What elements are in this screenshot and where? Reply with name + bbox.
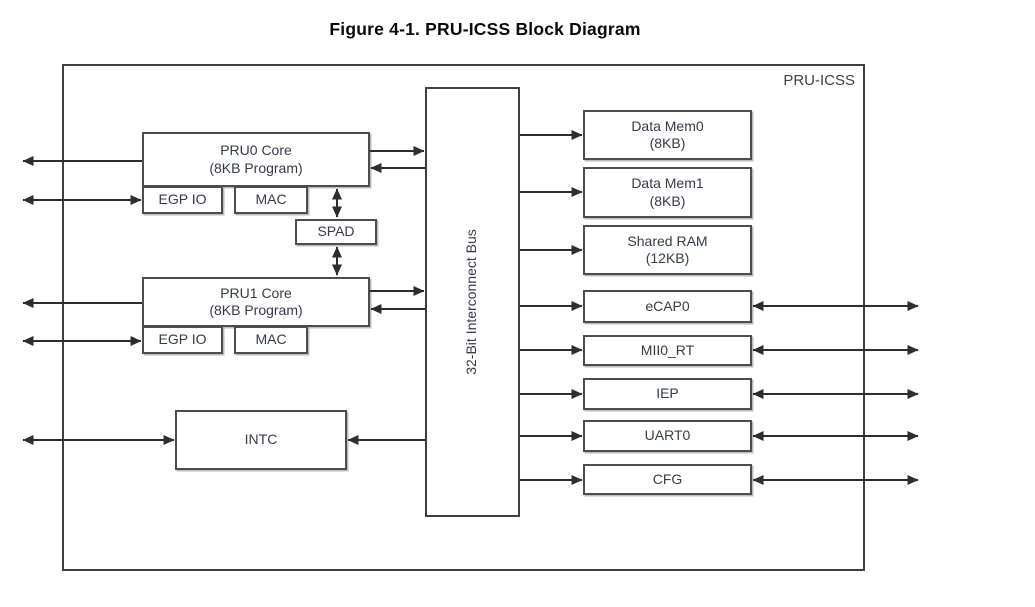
interconnect-bus-label: 32-Bit Interconnect Bus	[463, 229, 479, 375]
pru1-mac-label: MAC	[255, 331, 287, 348]
block-pru1-mac: MAC	[234, 326, 308, 354]
pru-icss-label: PRU-ICSS	[783, 72, 855, 89]
block-pru0-egpio: EGP IO	[142, 186, 223, 214]
block-iep: IEP	[583, 378, 752, 410]
block-data-mem0: Data Mem0 (8KB)	[583, 110, 752, 160]
pru0-egpio-label: EGP IO	[158, 191, 207, 208]
ecap0-label: eCAP0	[645, 297, 690, 314]
block-intc: INTC	[175, 410, 347, 470]
mii0-rt-label: MII0_RT	[640, 341, 695, 358]
block-shared-ram: Shared RAM (12KB)	[583, 225, 752, 275]
pru1-core-label-line1: PRU1 Core	[220, 284, 292, 301]
block-pru0-mac: MAC	[234, 186, 308, 214]
figure-title: Figure 4-1. PRU-ICSS Block Diagram	[329, 19, 641, 39]
intc-label: INTC	[244, 431, 278, 448]
pru-icss-boundary	[62, 64, 865, 571]
block-spad: SPAD	[295, 219, 377, 245]
shared-ram-label-line2: (12KB)	[645, 250, 690, 266]
block-ecap0: eCAP0	[583, 290, 752, 323]
pru0-core-label-line2: (8KB Program)	[209, 159, 303, 176]
pru0-core-label-line1: PRU0 Core	[220, 142, 292, 158]
data-mem0-label-line1: Data Mem0	[631, 117, 704, 134]
block-cfg: CFG	[583, 464, 752, 495]
pru1-core-label-line2: (8KB Program)	[209, 302, 303, 318]
uart0-label: UART0	[644, 427, 691, 444]
shared-ram-label-line1: Shared RAM	[627, 232, 708, 249]
data-mem1-label-line2: (8KB)	[649, 192, 686, 209]
block-uart0: UART0	[583, 420, 752, 452]
cfg-label: CFG	[652, 470, 683, 487]
pru0-mac-label: MAC	[255, 191, 287, 208]
interconnect-bus-block	[425, 87, 520, 517]
data-mem1-label-line1: Data Mem1	[631, 175, 704, 191]
data-mem0-label-line2: (8KB)	[649, 135, 686, 151]
block-pru1-core: PRU1 Core (8KB Program)	[142, 277, 370, 327]
pru1-egpio-label: EGP IO	[158, 331, 207, 348]
spad-label: SPAD	[317, 223, 355, 240]
block-mii0-rt: MII0_RT	[583, 335, 752, 366]
iep-label: IEP	[656, 385, 679, 402]
block-data-mem1: Data Mem1 (8KB)	[583, 167, 752, 218]
block-pru1-egpio: EGP IO	[142, 326, 223, 354]
block-pru0-core: PRU0 Core (8KB Program)	[142, 132, 370, 187]
